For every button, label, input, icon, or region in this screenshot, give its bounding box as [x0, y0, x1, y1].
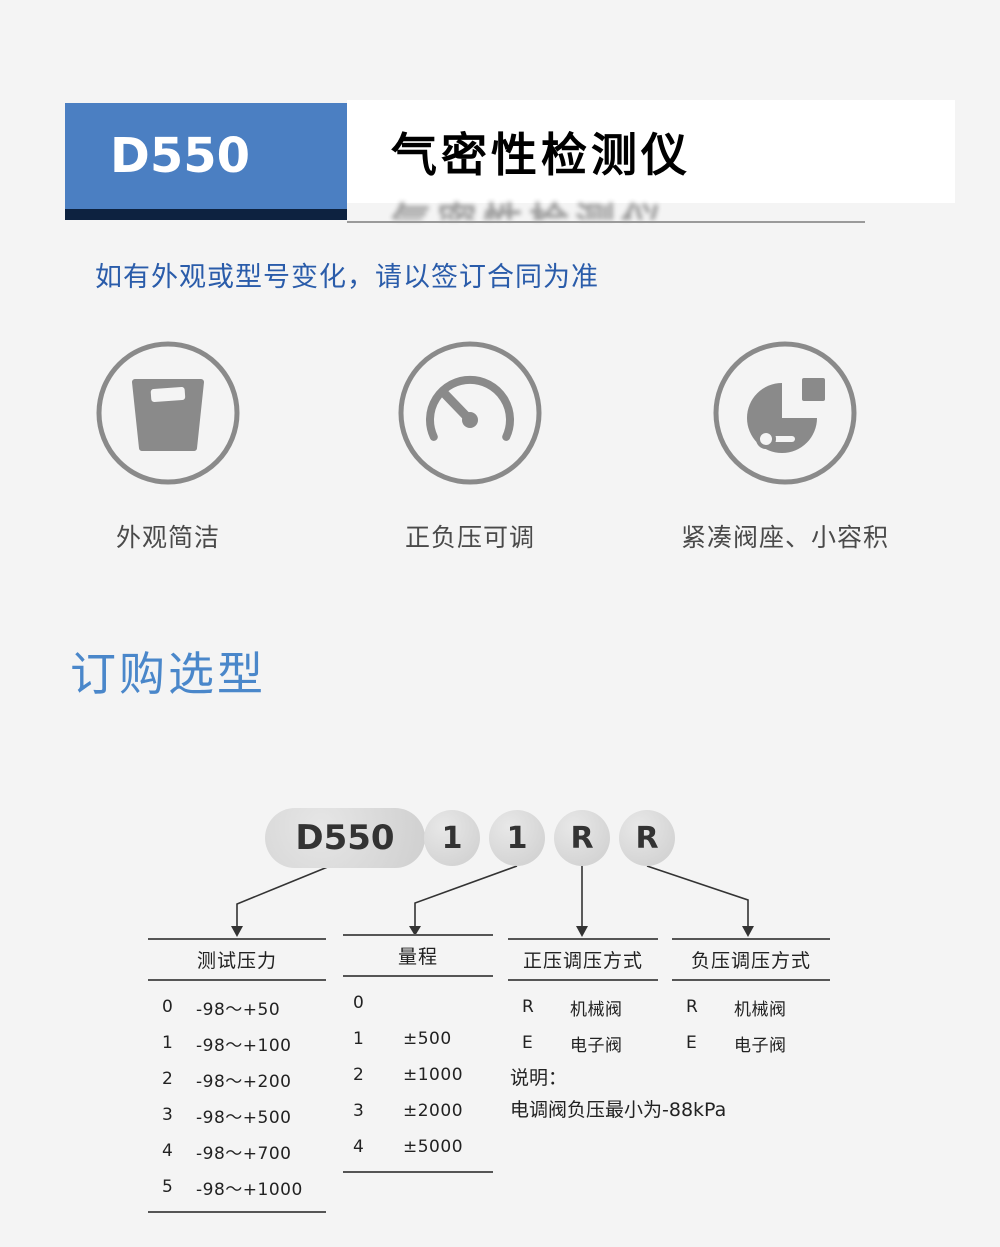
table-row: R 机械阀 [686, 997, 787, 1020]
feature-simple-appearance: 外观简洁 [58, 338, 278, 554]
table-row: E 电子阀 [686, 1033, 787, 1056]
table-row: 4 -98～+700 [162, 1141, 292, 1164]
table-row: 2 -98～+200 [162, 1069, 292, 1092]
model-selector-diagram: D550 1 1 R R 测试压力 0 -98～+50 1 -98～+100 2… [0, 800, 1000, 1247]
table-row: 1 -98～+100 [162, 1033, 292, 1056]
selector-digit-3: R [554, 810, 610, 866]
selector-digit-4: R [619, 810, 675, 866]
gauge-icon [395, 338, 545, 492]
feature-label: 紧凑阀座、小容积 [680, 523, 889, 552]
selector-digit-2: 1 [489, 810, 545, 866]
model-badge-underline [65, 209, 347, 220]
table-row: E 电子阀 [522, 1033, 623, 1056]
feature-pressure-adjustable: 正负压可调 [360, 338, 580, 554]
note-title: 说明： [510, 1067, 568, 1089]
valve-icon [710, 338, 860, 492]
feature-label: 正负压可调 [404, 523, 535, 552]
table-header: 正压调压方式 [508, 940, 658, 981]
page-title: 气密性检测仪 [391, 127, 691, 182]
table-row: 5 -98～+1000 [162, 1177, 303, 1200]
model-badge-text: D550 [110, 128, 251, 184]
table-test-pressure: 测试压力 0 -98～+50 1 -98～+100 2 -98～+200 3 -… [148, 938, 326, 1213]
section-title-ordering: 订购选型 [70, 647, 266, 701]
model-badge: D550 [65, 103, 347, 209]
feature-label: 外观简洁 [115, 523, 220, 552]
table-header: 负压调压方式 [672, 940, 830, 981]
table-range: 量程 0 1 ±500 2 ±1000 3 ±2000 [343, 934, 493, 1173]
note-text: 电调阀负压最小为-88kPa [510, 1099, 727, 1121]
table-header: 测试压力 [148, 940, 326, 981]
scale-icon [93, 338, 243, 492]
table-row: 0 -98～+50 [162, 997, 281, 1020]
table-row: 3 -98～+500 [162, 1105, 292, 1128]
table-row: 4 ±5000 [353, 1137, 464, 1157]
selector-note: 说明： 电调阀负压最小为-88kPa [510, 1062, 726, 1126]
feature-compact-valve: 紧凑阀座、小容积 [655, 338, 915, 554]
contract-notice-text: 如有外观或型号变化，请以签订合同为准 [95, 262, 599, 293]
selector-digit-1: 1 [424, 810, 480, 866]
table-positive-pressure-regulation: 正压调压方式 R 机械阀 E 电子阀 [508, 938, 658, 1067]
title-underline [347, 221, 865, 223]
table-row: 3 ±2000 [353, 1101, 464, 1121]
table-row: R 机械阀 [522, 997, 623, 1020]
selector-connector-lines [231, 863, 754, 937]
table-negative-pressure-regulation: 负压调压方式 R 机械阀 E 电子阀 [672, 938, 830, 1067]
selector-model-pill: D550 [265, 808, 425, 868]
table-row: 2 ±1000 [353, 1065, 464, 1085]
page-title-box: 气密性检测仪 [347, 100, 955, 203]
table-row: 0 [353, 993, 364, 1013]
table-header: 量程 [343, 936, 493, 977]
table-row: 1 ±500 [353, 1029, 452, 1049]
